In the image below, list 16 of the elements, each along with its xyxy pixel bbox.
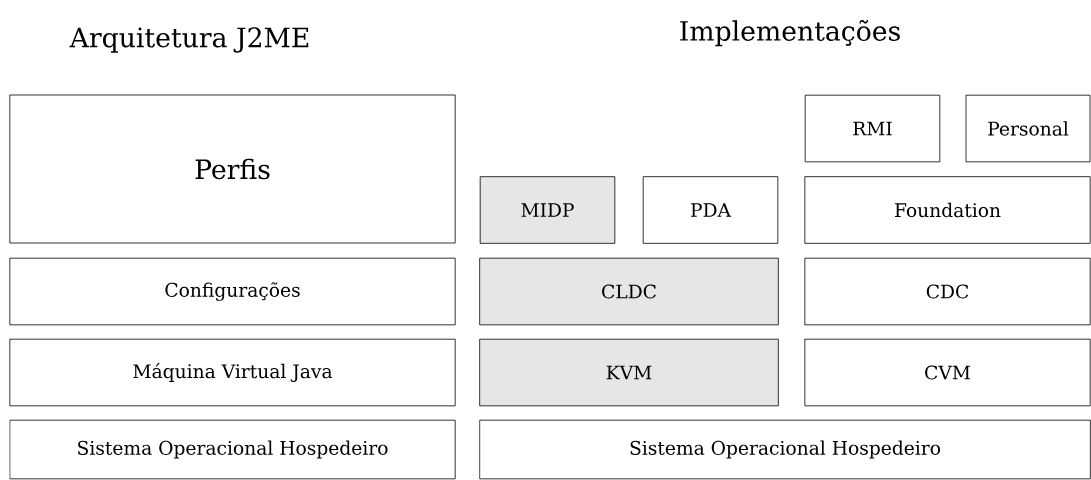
layer-box: CDC (804, 257, 1091, 326)
layer-box: Personal (965, 94, 1091, 163)
layer-box: Máquina Virtual Java (9, 338, 456, 407)
layer-box: Sistema Operacional Hospedeiro (9, 419, 456, 480)
layer-box: MIDP (479, 176, 616, 244)
heading: Implementações (680, 19, 900, 47)
layer-box: Perfis (9, 94, 456, 244)
layer-box: KVM (479, 338, 779, 407)
layer-box: Sistema Operacional Hospedeiro (479, 419, 1091, 480)
layer-box: Foundation (804, 176, 1091, 244)
layer-box: RMI (804, 94, 941, 163)
layer-box: Configurações (9, 257, 456, 326)
layer-box: CVM (804, 338, 1091, 407)
heading: Arquitetura J2ME (69, 27, 309, 53)
layer-box: PDA (642, 176, 779, 244)
layer-box: CLDC (479, 257, 779, 326)
